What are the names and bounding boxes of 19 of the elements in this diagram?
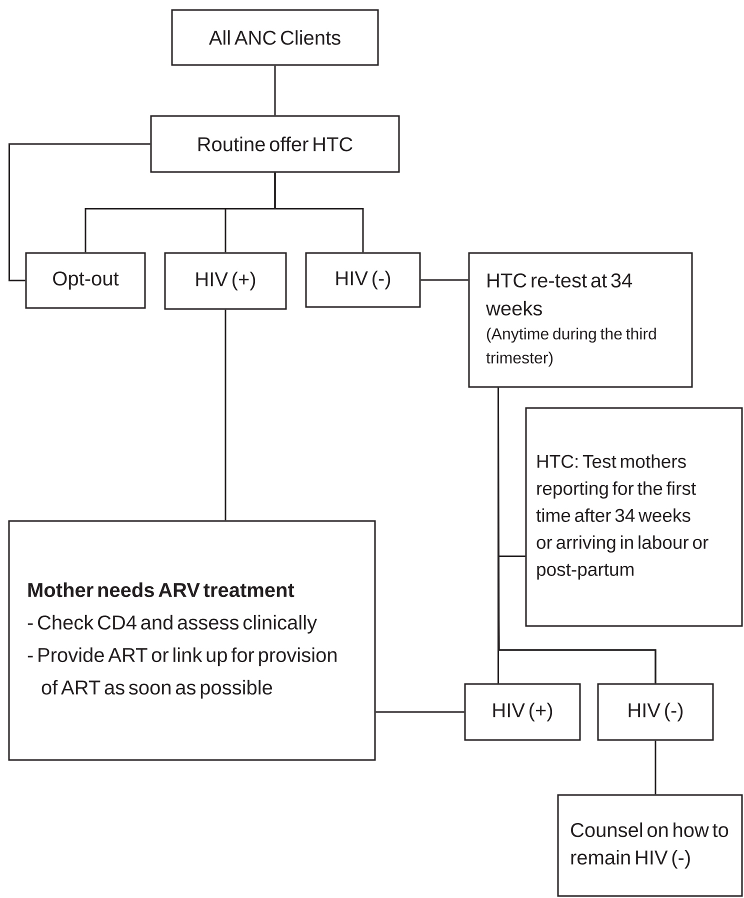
process-box: HIV (-) xyxy=(597,683,714,741)
treatment-box: Mother needs ARV treatment - Check CD4 and assess clinically - Provide ART or link up for provision of ART as soon as possible xyxy=(8,520,376,761)
connector-line xyxy=(376,711,464,713)
connector-line xyxy=(420,279,468,281)
process-box: Opt-out xyxy=(25,252,146,309)
process-box: Routine offer HTC xyxy=(150,115,400,173)
process-box: All ANC Clients xyxy=(171,9,379,66)
connector-line xyxy=(497,556,656,684)
process-box: HIV (-) xyxy=(305,252,421,308)
process-box: HIV (+) xyxy=(464,683,581,741)
process-box: HTC: Test mothers reporting for the first time after 34 weeks or arriving in labour or post-partum xyxy=(525,407,743,627)
connector-line xyxy=(224,310,226,520)
connector-line xyxy=(274,172,364,252)
connector-line xyxy=(8,143,150,282)
process-box: HTC re-test at 34 weeks (Anytime during the third trimester) xyxy=(468,252,693,388)
process-box: HIV (+) xyxy=(164,252,287,310)
process-box: Counsel on how to remain HIV (-) xyxy=(557,794,743,897)
connector-line xyxy=(274,66,276,116)
connector-line xyxy=(654,740,656,794)
